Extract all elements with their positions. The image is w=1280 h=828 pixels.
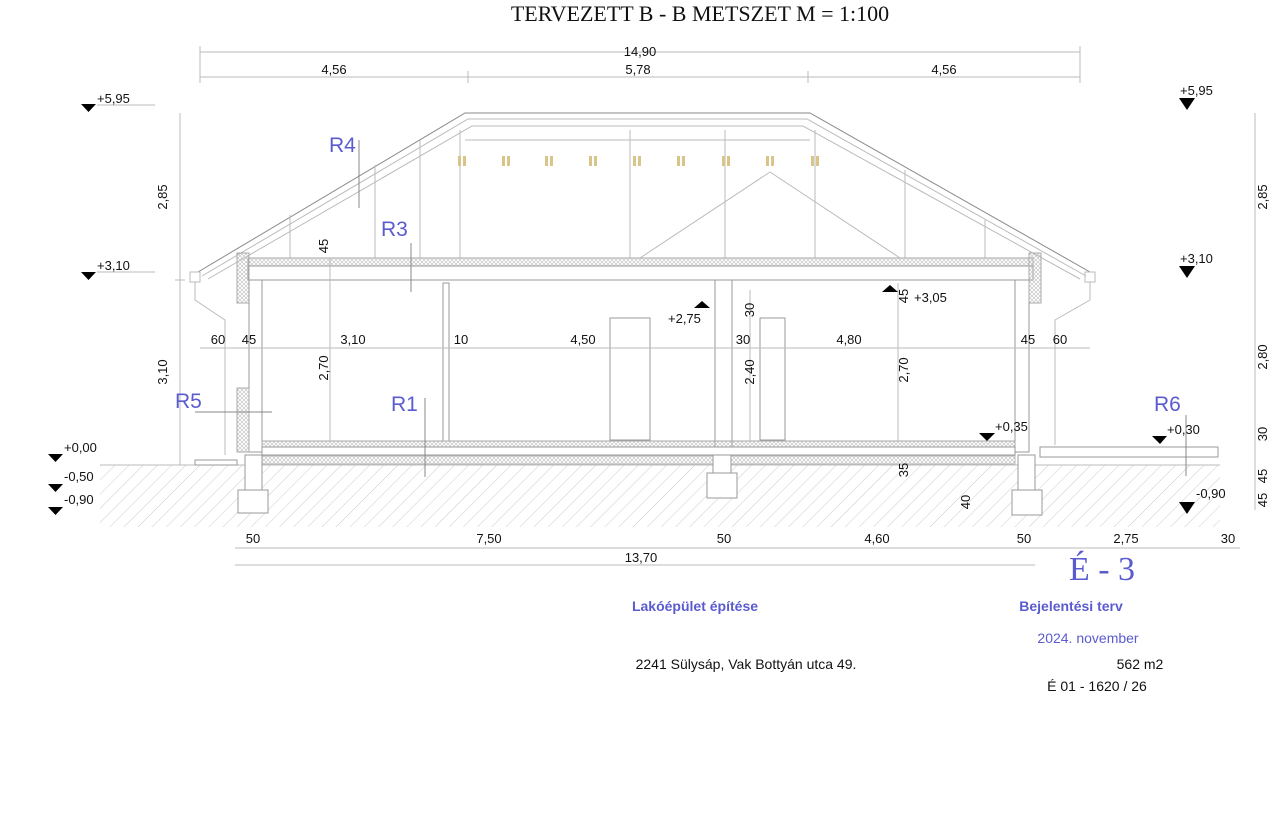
dimension-label: 4,80 — [836, 332, 861, 347]
label-r3: R3 — [381, 218, 408, 241]
area: 562 m2 — [1117, 656, 1164, 672]
dimension-label: 3,10 — [155, 359, 170, 384]
dimension-lines — [175, 46, 1256, 566]
right-wall — [1014, 279, 1030, 453]
level-marker-icon — [1179, 266, 1195, 278]
layer-labels: R4 R3 R5 R1 R6 — [175, 134, 1187, 477]
dimension-label: 50 — [1017, 531, 1031, 546]
level-marker-icon — [81, 104, 96, 112]
dimension-label: 50 — [246, 531, 260, 546]
level-marker-icon — [1179, 502, 1195, 514]
level-marker-icon — [48, 454, 63, 462]
dimension-label: 2,80 — [1255, 344, 1270, 369]
level-marker-icon — [1179, 98, 1195, 110]
interior-dims: 60 45 3,10 10 4,50 30 4,80 45 60 — [211, 332, 1067, 347]
address: 2241 Sülysáp, Vak Bottyán utca 49. — [636, 656, 857, 672]
dimension-label: 2,70 — [896, 357, 911, 382]
partition-wall — [442, 282, 450, 442]
vertical-dims: 2,85 3,10 2,85 2,80 30 45 45 45 2,70 30 … — [155, 184, 1270, 509]
level-marker-icon — [1152, 436, 1167, 444]
drawing-title: TERVEZETT B - B METSZET M = 1:100 — [511, 1, 889, 26]
dimension-label: +5,95 — [1180, 83, 1213, 98]
dimension-label: +2,75 — [668, 311, 701, 326]
dimension-label: -0,90 — [1196, 486, 1226, 501]
roof — [197, 112, 1091, 280]
terrace — [1039, 446, 1219, 458]
dimension-label: 2,75 — [1113, 531, 1138, 546]
dimension-label: 4,60 — [864, 531, 889, 546]
dim-top: 5,78 — [625, 62, 650, 77]
dimension-label: 30 — [1255, 427, 1270, 441]
dimension-label: 2,85 — [155, 184, 170, 209]
dimension-label: 30 — [1221, 531, 1235, 546]
dimension-label: +5,95 — [97, 91, 130, 106]
left-wall — [248, 279, 263, 453]
label-r1: R1 — [391, 393, 418, 416]
dimension-label: 2,40 — [742, 359, 757, 384]
floor-slab — [261, 446, 1016, 456]
dimension-label: -0,90 — [64, 492, 94, 507]
level-marker-icon — [81, 272, 96, 280]
plan-date: 2024. november — [1037, 630, 1139, 646]
dimension-label: 60 — [211, 332, 225, 347]
level-marker-icon — [48, 484, 63, 492]
column — [714, 279, 733, 453]
dim-top: 4,56 — [321, 62, 346, 77]
attic-slab — [247, 265, 1034, 281]
dimension-label: +0,35 — [995, 419, 1028, 434]
dimension-label: 2,85 — [1255, 184, 1270, 209]
purlins — [458, 156, 819, 166]
dimension-label: 30 — [736, 332, 750, 347]
dim-overall: 14,90 — [624, 44, 657, 59]
footing — [237, 489, 269, 514]
dimension-label: 7,50 — [476, 531, 501, 546]
dimension-label: 40 — [958, 495, 973, 509]
sheet-number: É - 3 — [1069, 551, 1135, 588]
project-name: Lakóépület építése — [632, 598, 758, 614]
dimension-label: -0,50 — [64, 469, 94, 484]
dimension-label: +0,30 — [1167, 422, 1200, 437]
gutter — [189, 271, 226, 455]
footing — [1011, 489, 1043, 516]
registration-number: É 01 - 1620 / 26 — [1047, 678, 1147, 694]
dimension-label: +3,10 — [97, 258, 130, 273]
dimension-label: +3,05 — [914, 290, 947, 305]
dimension-label: 45 — [242, 332, 256, 347]
label-r6: R6 — [1154, 393, 1181, 416]
door — [609, 317, 651, 441]
plan-phase: Bejelentési terv — [1019, 598, 1123, 614]
footing — [706, 472, 738, 499]
dimension-label: 13,70 — [625, 550, 658, 565]
level-markers: +5,95 +3,10 +0,00 -0,50 -0,90 +5,95 +3,1… — [48, 83, 1226, 515]
dimension-label: 10 — [454, 332, 468, 347]
dimension-label: 4,50 — [570, 332, 595, 347]
dimension-label: 45 — [1021, 332, 1035, 347]
level-marker-up-icon — [882, 285, 898, 292]
label-r4: R4 — [329, 134, 356, 157]
dimension-label: 50 — [717, 531, 731, 546]
level-marker-icon — [48, 507, 63, 515]
dimension-label: 45 — [316, 239, 331, 253]
dimension-label: 60 — [1053, 332, 1067, 347]
dimension-label: +0,00 — [64, 440, 97, 455]
label-r5: R5 — [175, 390, 202, 413]
dimension-label: 35 — [896, 463, 911, 477]
gutter — [1054, 271, 1096, 445]
dimension-label: +3,10 — [1180, 251, 1213, 266]
attic-insulation — [247, 257, 1034, 267]
door — [759, 317, 786, 441]
dimension-label: 45 — [1255, 493, 1270, 507]
dimension-label: 30 — [742, 303, 757, 317]
dimension-label: 45 — [896, 289, 911, 303]
dimension-label: 2,70 — [316, 355, 331, 380]
bottom-dims: 50 7,50 50 4,60 50 2,75 30 13,70 — [246, 531, 1235, 565]
dim-top: 4,56 — [931, 62, 956, 77]
level-marker-icon — [979, 433, 995, 441]
level-marker-up-icon — [694, 301, 710, 308]
dimension-label: 3,10 — [340, 332, 365, 347]
title-block: É - 3 Lakóépület építése Bejelentési ter… — [632, 551, 1164, 694]
dimension-label: 45 — [1255, 469, 1270, 483]
